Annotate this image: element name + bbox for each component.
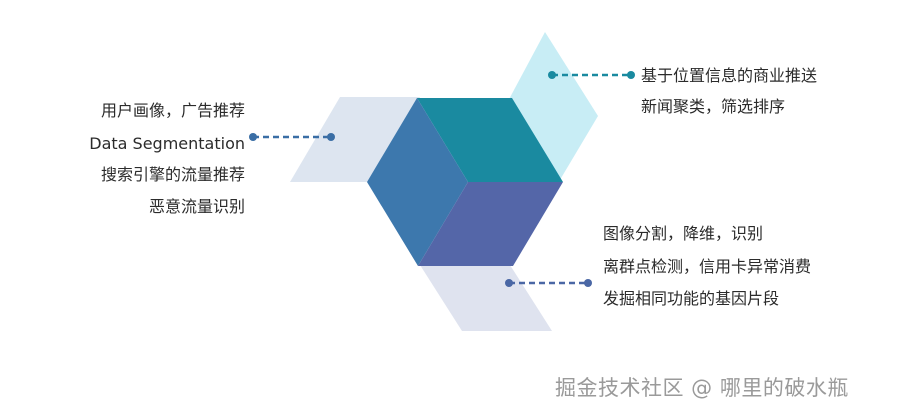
left-line-1: 用户画像，广告推荐 xyxy=(100,101,245,120)
top-right-connector xyxy=(548,71,635,79)
bottom-right-line-1: 图像分割，降维，识别 xyxy=(603,224,764,243)
cube-left-face xyxy=(367,98,468,266)
watermark: 掘金技术社区 @ 哪里的破水瓶 xyxy=(555,376,849,400)
left-connector xyxy=(249,133,335,141)
left-panel xyxy=(290,97,420,182)
bottom-right-line-2: 离群点检测，信用卡异常消费 xyxy=(603,257,812,276)
top-right-line-2: 新闻聚类，筛选排序 xyxy=(641,97,786,116)
bottom-panel xyxy=(420,265,552,331)
top-right-line-1: 基于位置信息的商业推送 xyxy=(641,66,818,85)
cube-right-face xyxy=(418,182,563,266)
left-line-4: 恶意流量识别 xyxy=(148,197,245,216)
bottom-right-connector xyxy=(505,279,592,287)
left-line-3: 搜索引擎的流量推荐 xyxy=(100,165,245,184)
left-line-2: Data Segmentation xyxy=(89,134,245,153)
cube-top-face xyxy=(417,98,563,182)
bottom-right-line-3: 发掘相同功能的基因片段 xyxy=(603,289,780,308)
